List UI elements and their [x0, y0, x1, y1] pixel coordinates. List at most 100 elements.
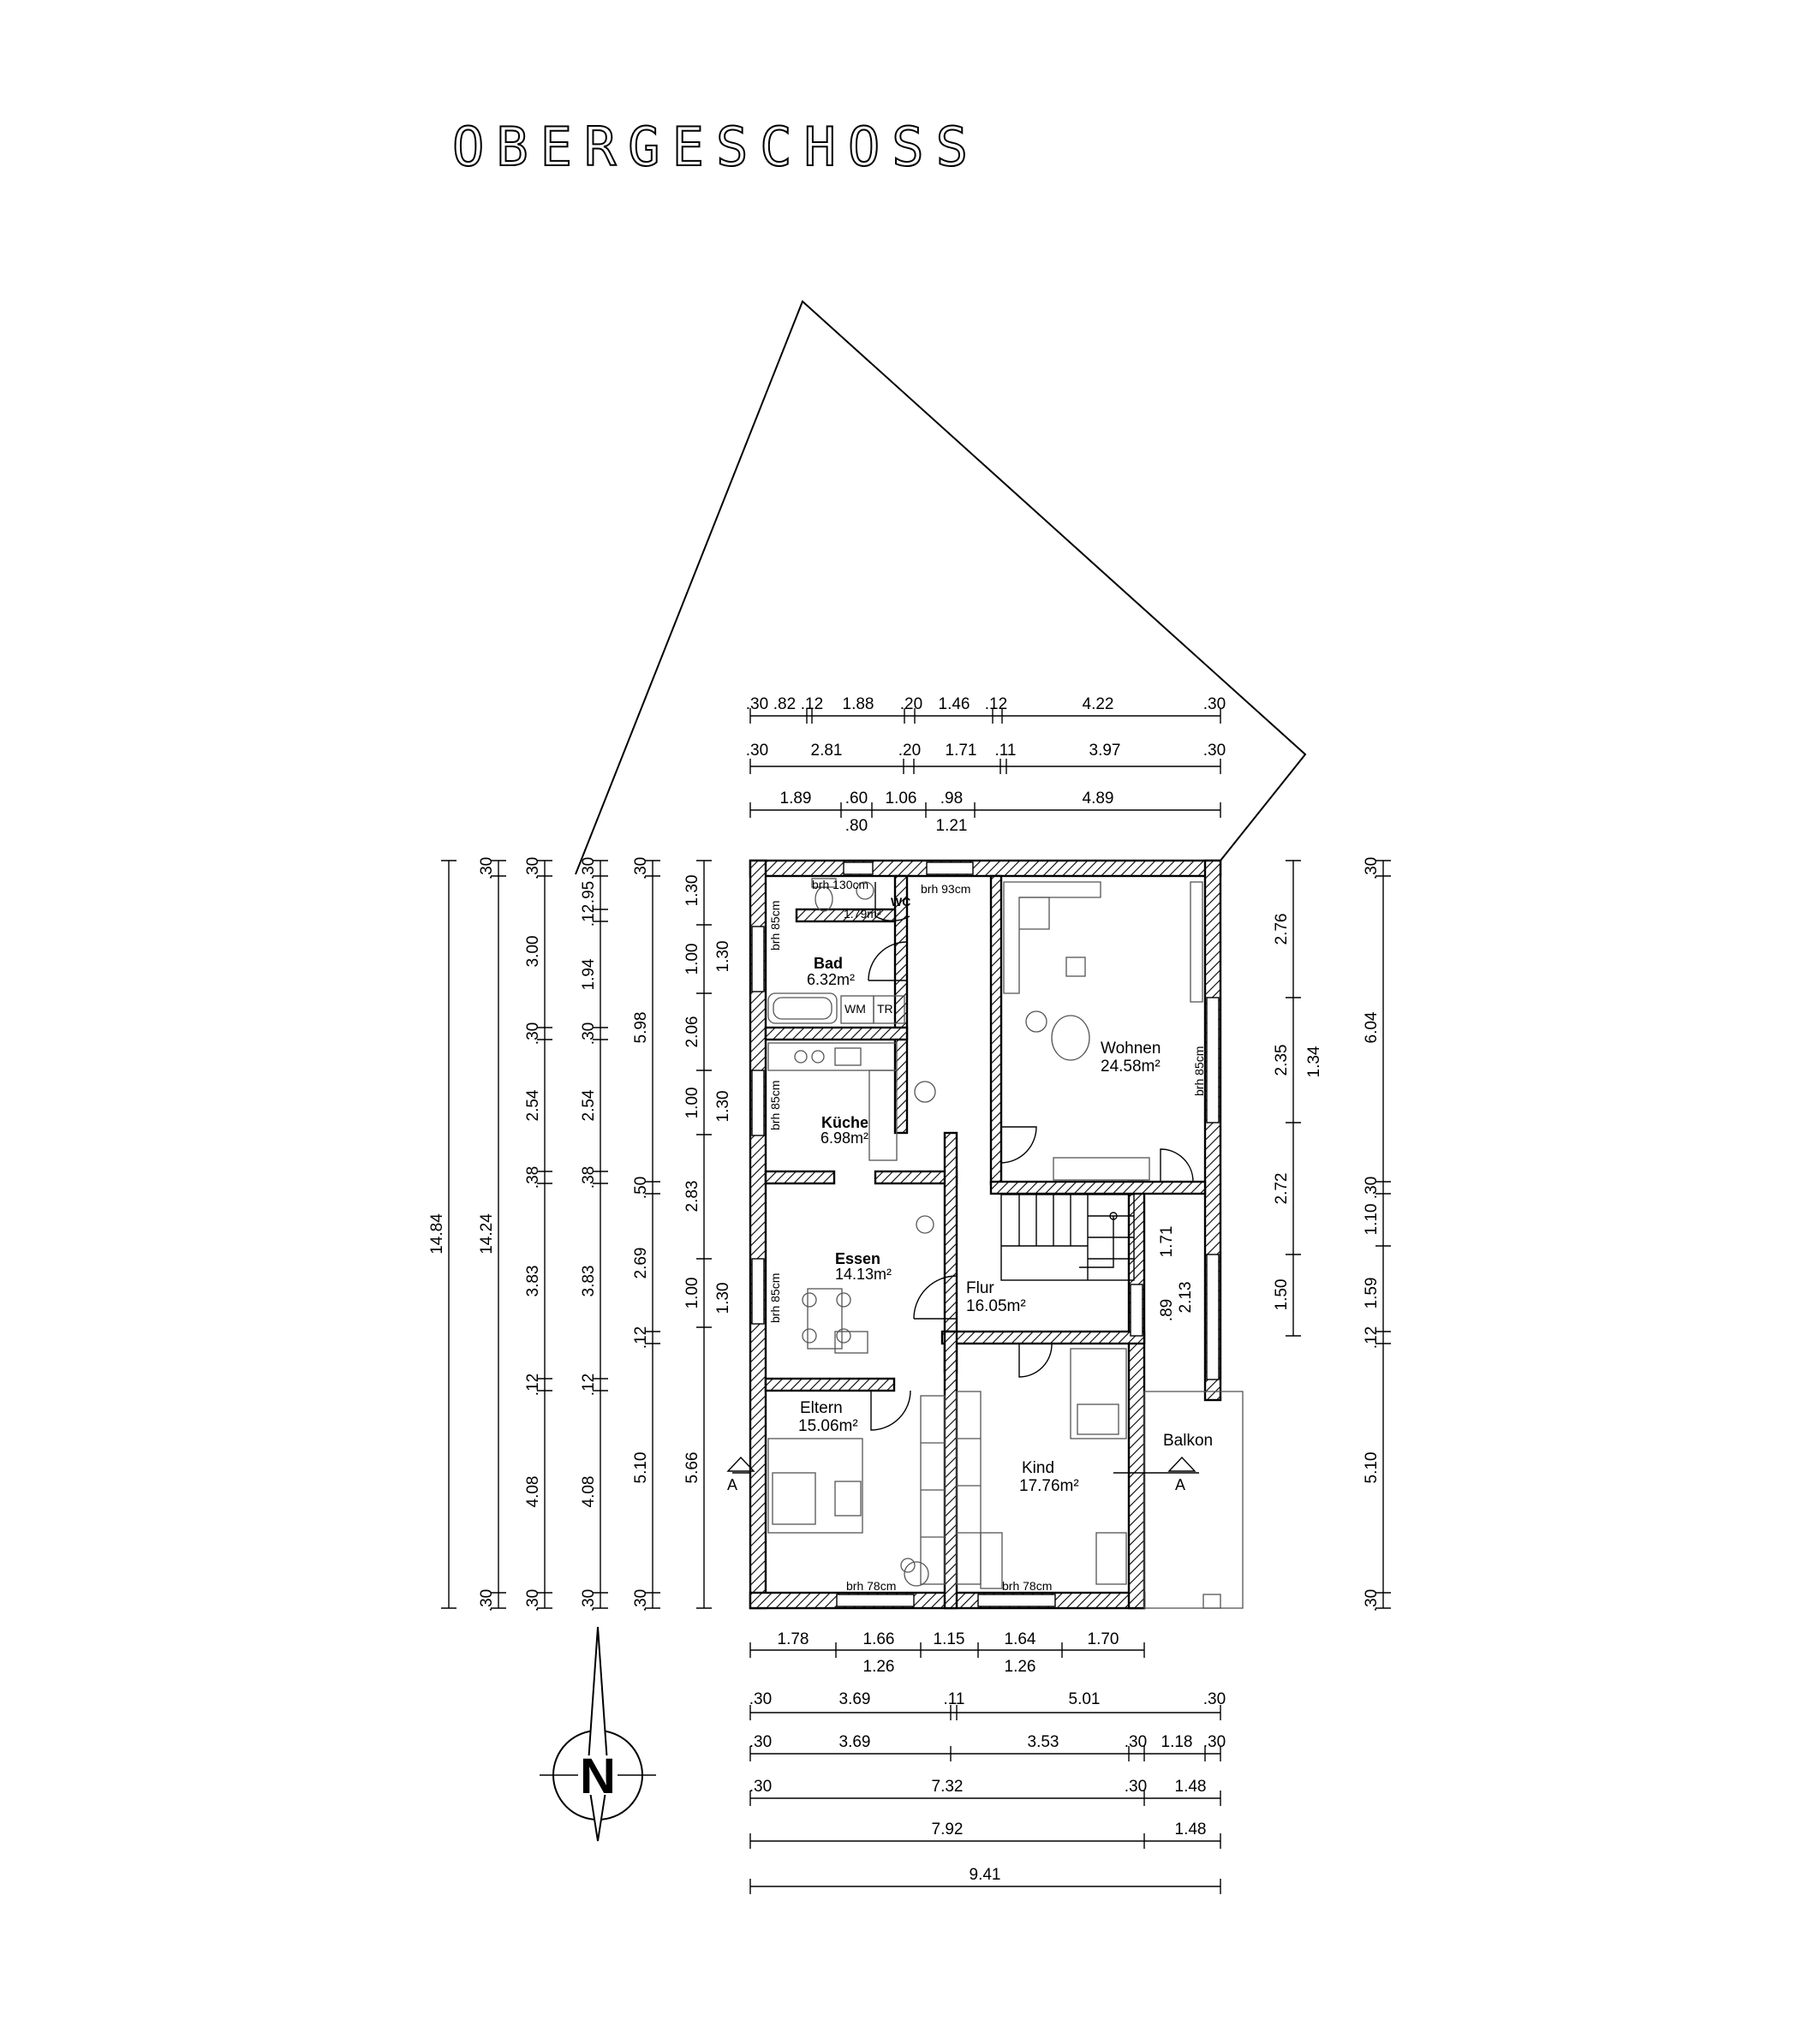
dimension-text: .30 [1203, 695, 1226, 713]
dimension-text: 3.83 [524, 1266, 542, 1297]
staircase [1000, 1194, 1135, 1281]
dimension-text: 1.66 [863, 1630, 895, 1648]
dimension-text: .12 [524, 1374, 542, 1396]
brh-85-wohnen-label: brh 85cm [1192, 1046, 1206, 1096]
dimension-text: .50 [632, 1177, 650, 1199]
dimension-text: .30 [1363, 1177, 1381, 1199]
dimension-text: 1.46 [939, 695, 970, 713]
dimension-text: 5.10 [632, 1452, 650, 1484]
dimension-text: 7.32 [932, 1778, 964, 1796]
dimension-text: .20 [900, 695, 922, 713]
room-essen-name: Essen [835, 1250, 880, 1267]
north-label: N [580, 1749, 616, 1804]
dimension-text: 1.71 [946, 742, 977, 760]
furniture [767, 878, 1244, 1609]
room-flur-area: 16.05m² [966, 1297, 1026, 1315]
dimension-text: .30 [524, 1589, 542, 1612]
room-wohnen-name: Wohnen [1101, 1040, 1161, 1058]
dimension-text: 1.70 [1088, 1630, 1119, 1648]
dimension-text: .30 [749, 1690, 772, 1708]
dimension-ticks [441, 708, 1391, 1894]
dimension-text: .30 [524, 857, 542, 879]
dimension-text: .30 [524, 1022, 542, 1045]
dimension-text: .30 [478, 1589, 496, 1612]
dimension-text: .82 [773, 695, 796, 713]
dimension-text: 5.10 [1363, 1452, 1381, 1484]
dimension-text: .30 [1125, 1733, 1147, 1751]
site-outline [575, 300, 1307, 875]
dimension-text: .20 [898, 742, 921, 760]
dimension-text: .12 [1363, 1326, 1381, 1349]
dimension-text: .38 [580, 1166, 598, 1189]
dimension-text: 1.30 [714, 1091, 732, 1123]
dimension-text: .30 [749, 1733, 772, 1751]
doors [868, 882, 1194, 1431]
dimension-text: 3.53 [1028, 1733, 1059, 1751]
dimension-text: .30 [580, 1589, 598, 1612]
brh-labels: brh 130cm brh 93cm brh 78cm brh 78cm brh… [768, 878, 1206, 1593]
dimension-text: .30 [1203, 1733, 1226, 1751]
north-arrow: N [540, 1626, 656, 1842]
dimension-text: .30 [746, 742, 768, 760]
room-eltern-name: Eltern [800, 1399, 843, 1417]
dimension-text: 1.59 [1363, 1278, 1381, 1309]
dimension-text: 14.84 [428, 1213, 446, 1254]
dimension-text: 2.54 [580, 1089, 598, 1121]
dimension-text: .38 [524, 1166, 542, 1189]
dimension-text: .12 [632, 1326, 650, 1349]
dimension-text: .30 [749, 1778, 772, 1796]
brh-78-eltern-label: brh 78cm [846, 1579, 896, 1593]
dimension-text: 1.50 [1273, 1279, 1291, 1311]
plan-title: OBERGESCHOSS [452, 116, 980, 178]
room-flur-name: Flur [966, 1279, 994, 1297]
room-labels: WC 1.79m² Bad 6.32m² Küche 6.98m² Essen … [798, 895, 1213, 1495]
brh-85-essen-label: brh 85cm [768, 1273, 782, 1323]
dimension-text: 2.35 [1273, 1045, 1291, 1076]
dimension-text: .80 [845, 817, 868, 835]
dimension-text: 5.98 [632, 1012, 650, 1044]
dimension-text: 4.22 [1083, 695, 1114, 713]
room-kind-name: Kind [1022, 1459, 1054, 1477]
label-wm: WM [844, 1002, 866, 1016]
dimension-text: 1.34 [1305, 1046, 1323, 1077]
dimension-text: 1.00 [683, 1278, 701, 1309]
brh-85-kueche-label: brh 85cm [768, 1081, 782, 1130]
dimension-text: 3.00 [524, 936, 542, 968]
dimension-text: 1.18 [1161, 1733, 1193, 1751]
dimension-text: 1.88 [843, 695, 874, 713]
dimension-text: 1.26 [863, 1658, 895, 1676]
dimension-text: 1.00 [683, 1088, 701, 1119]
dimension-text: 2.81 [811, 742, 843, 760]
room-kueche-name: Küche [821, 1114, 868, 1131]
dimension-text: .30 [1203, 1690, 1226, 1708]
dimension-text: 7.92 [932, 1821, 964, 1838]
brh-85-bad-label: brh 85cm [768, 901, 782, 950]
room-wc-area: 1.79m² [844, 907, 881, 921]
section-a-right: A [1175, 1476, 1185, 1493]
dimension-text: .11 [943, 1690, 964, 1708]
dimension-text: 2.54 [524, 1089, 542, 1121]
dimension-text: 1.64 [1005, 1630, 1036, 1648]
dimension-text: 4.89 [1083, 790, 1114, 807]
room-essen-area: 14.13m² [835, 1266, 892, 1283]
room-kind-area: 17.76m² [1019, 1477, 1079, 1495]
dimension-text: .30 [632, 1589, 650, 1612]
dimension-text: 1.30 [714, 1283, 732, 1314]
section-marks: A A [726, 1456, 1199, 1493]
windows [751, 861, 1220, 1607]
dimension-text: 2.83 [683, 1181, 701, 1213]
dimension-text: 3.69 [839, 1733, 871, 1751]
dimension-text: 1.30 [683, 875, 701, 907]
section-a-left: A [727, 1476, 737, 1493]
dimension-text: 1.10 [1363, 1204, 1381, 1236]
dimension-text: 9.41 [970, 1866, 1001, 1884]
room-balkon-name: Balkon [1163, 1432, 1213, 1450]
dimension-lines [448, 715, 1384, 1887]
dimension-text: 1.15 [934, 1630, 965, 1648]
dimension-text: .12 [801, 695, 823, 713]
dimension-text: .89 [1158, 1299, 1176, 1321]
dimension-text: 3.69 [839, 1690, 871, 1708]
dimension-text: 1.06 [886, 790, 917, 807]
room-wohnen-area: 24.58m² [1101, 1058, 1161, 1076]
